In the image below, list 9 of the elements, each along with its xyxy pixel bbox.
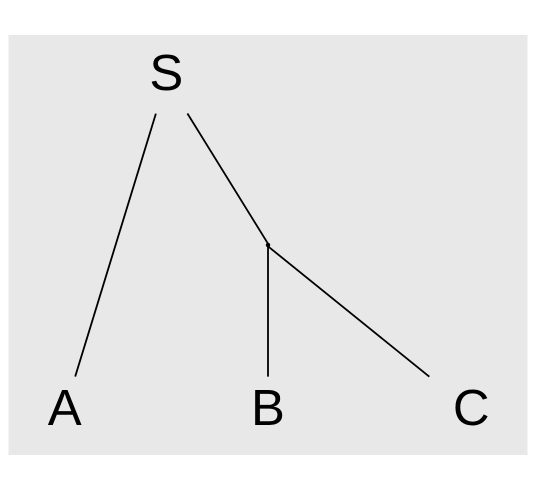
node-text: B xyxy=(251,378,285,436)
connector xyxy=(267,246,269,376)
connector xyxy=(74,112,157,376)
node-point xyxy=(266,242,270,247)
node-text: S xyxy=(149,44,184,101)
node-text: A xyxy=(48,378,82,436)
connector xyxy=(186,112,269,244)
connector xyxy=(268,245,430,377)
node-text: C xyxy=(452,378,490,436)
